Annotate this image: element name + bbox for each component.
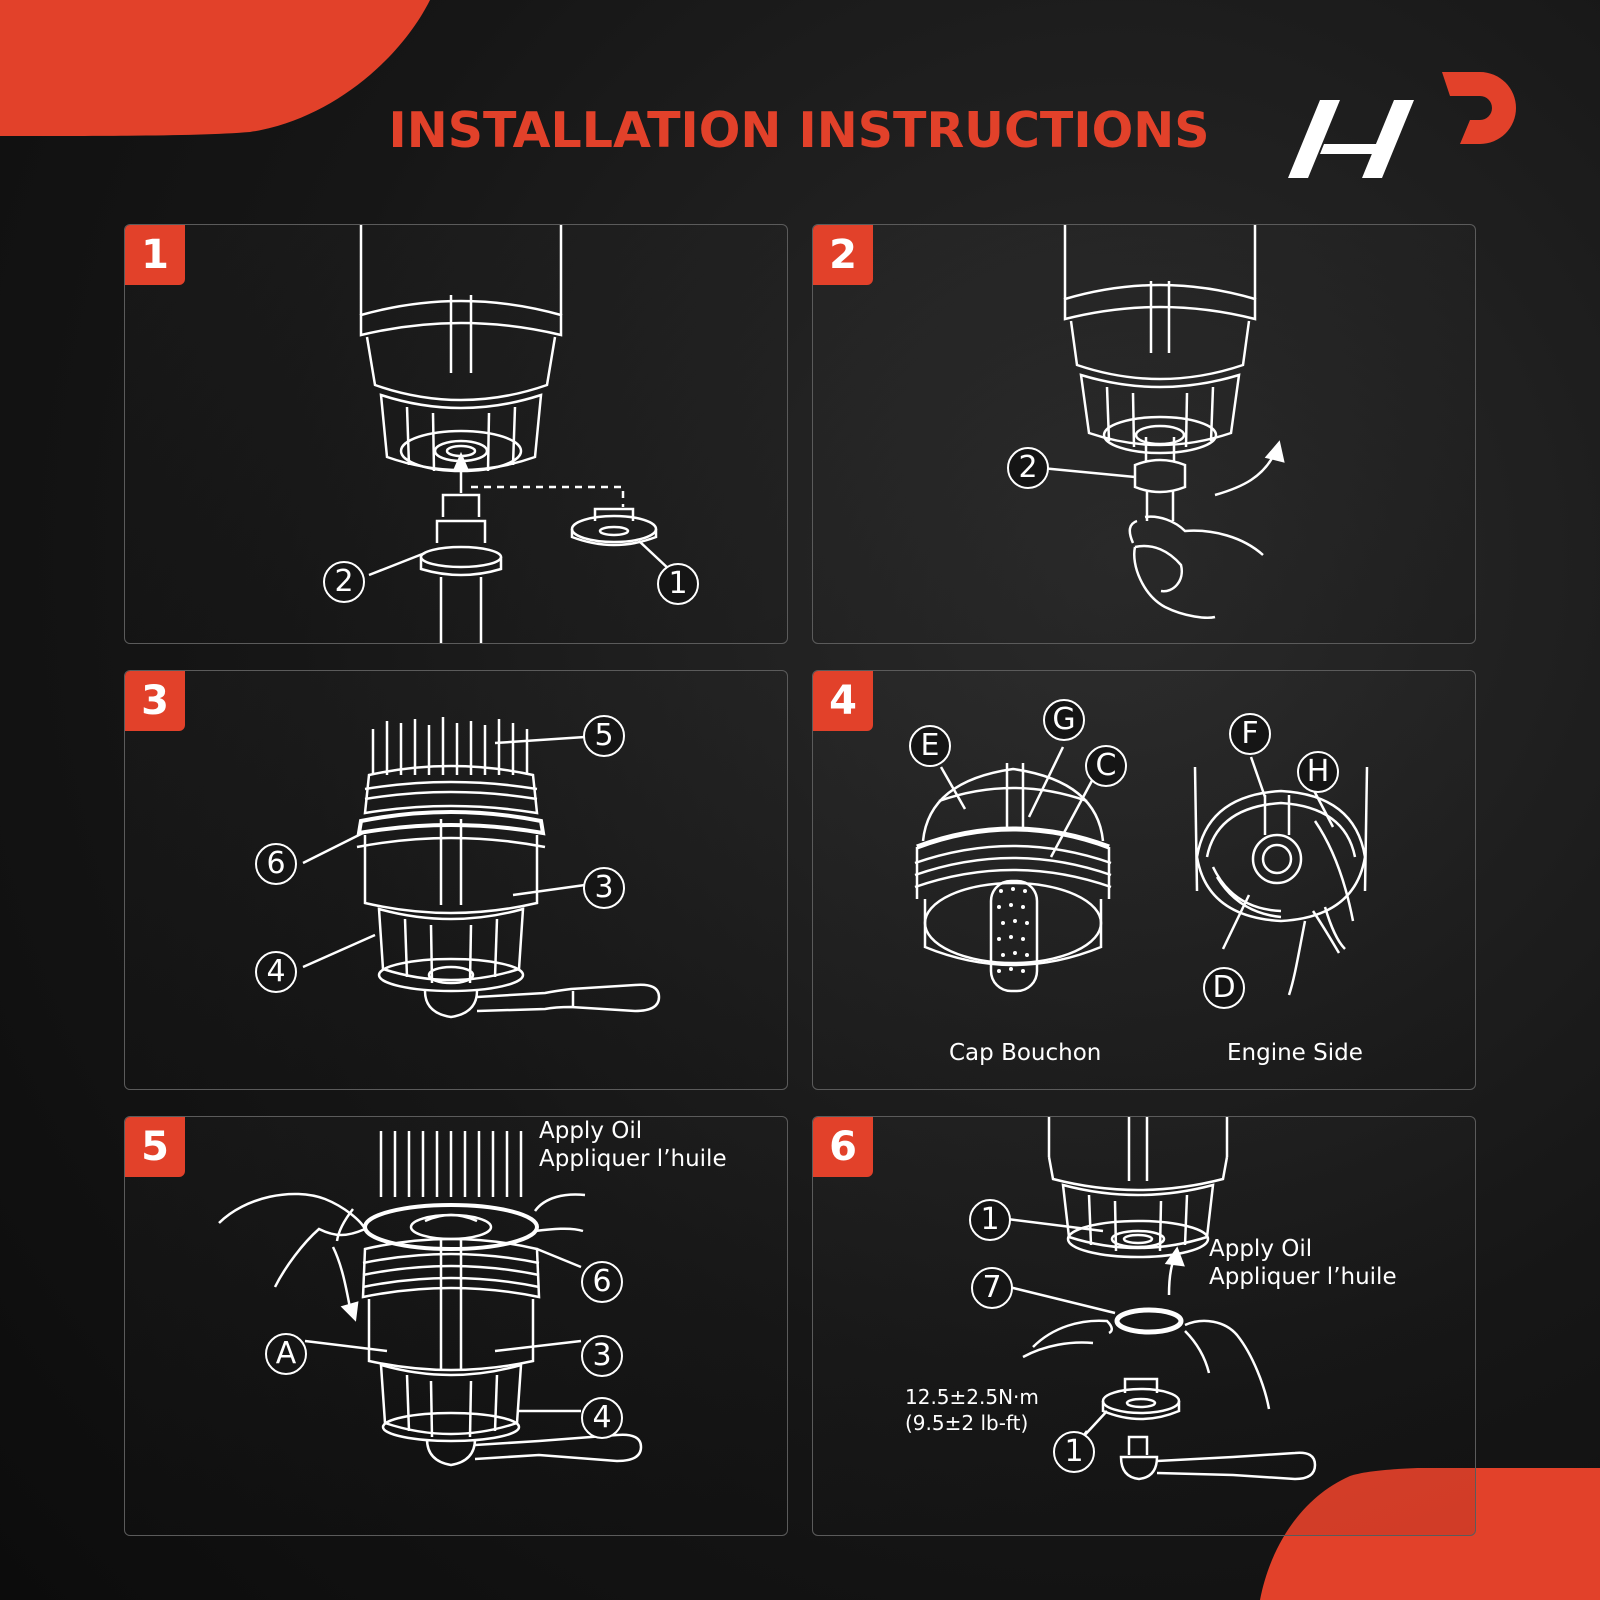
step-number-badge: 6 xyxy=(813,1117,873,1177)
callout-4: 4 xyxy=(255,951,297,993)
step-number-badge: 4 xyxy=(813,671,873,731)
callout-3: 3 xyxy=(581,1335,623,1377)
callout-6: 6 xyxy=(581,1261,623,1303)
apply-oil-caption: Apply Oil xyxy=(539,1118,643,1144)
step-2-panel: 2 2 xyxy=(812,224,1476,644)
callout-7: 7 xyxy=(971,1267,1013,1309)
step-number-badge: 5 xyxy=(125,1117,185,1177)
callout-5: 5 xyxy=(583,715,625,757)
callout-F: F xyxy=(1229,713,1271,755)
apply-oil-to-seal-illustration xyxy=(218,1131,643,1467)
cap-bouchon-caption: Cap Bouchon xyxy=(949,1040,1102,1066)
step-number-badge: 2 xyxy=(813,225,873,285)
page-title: INSTALLATION INSTRUCTIONS xyxy=(388,102,1210,159)
a-premium-logo-icon xyxy=(1288,72,1516,178)
engine-side-caption: Engine Side xyxy=(1227,1040,1363,1066)
callout-6: 6 xyxy=(255,843,297,885)
appliquer-huile-caption: Appliquer l’huile xyxy=(1209,1264,1397,1290)
callout-2: 2 xyxy=(1007,447,1049,489)
callout-C: C xyxy=(1085,745,1127,787)
corner-accent-bottom-right xyxy=(1260,1468,1600,1600)
callout-E: E xyxy=(909,725,951,767)
callout-1: 1 xyxy=(1053,1431,1095,1473)
callout-D: D xyxy=(1203,967,1245,1009)
callout-1: 1 xyxy=(969,1199,1011,1241)
step-5-panel: 5 Apply Oil Appliquer l’huile 6 A 3 4 xyxy=(124,1116,788,1536)
callout-G: G xyxy=(1043,699,1085,741)
torque-nm-caption: 12.5±2.5N·m xyxy=(905,1385,1039,1409)
drain-plug-removal-illustration xyxy=(1030,225,1285,619)
step-number-badge: 1 xyxy=(125,225,185,285)
step-number-badge: 3 xyxy=(125,671,185,731)
callout-H: H xyxy=(1297,751,1339,793)
apply-oil-caption: Apply Oil xyxy=(1209,1236,1313,1262)
callout-A: A xyxy=(265,1333,307,1375)
appliquer-huile-caption: Appliquer l’huile xyxy=(539,1146,727,1172)
callout-2: 2 xyxy=(323,561,365,603)
cap-and-engine-side-illustration xyxy=(914,746,1369,996)
torque-lbft-caption: (9.5±2 lb-ft) xyxy=(905,1411,1029,1435)
step-4-panel: 4 E G xyxy=(812,670,1476,1090)
filter-housing-removal-illustration xyxy=(359,225,672,643)
corner-accent-top-left xyxy=(0,0,430,136)
step-6-panel: 6 Apply Oil Appliquer l’huile 1 7 1 12.5… xyxy=(812,1116,1476,1536)
filter-cap-assembly-illustration xyxy=(302,717,661,1019)
callout-4: 4 xyxy=(581,1397,623,1439)
step-1-panel: 1 2 1 xyxy=(124,224,788,644)
callout-1: 1 xyxy=(657,563,699,605)
step-3-panel: 3 5 6 3 4 xyxy=(124,670,788,1090)
callout-3: 3 xyxy=(583,867,625,909)
reinstall-and-torque-illustration xyxy=(1006,1117,1317,1481)
